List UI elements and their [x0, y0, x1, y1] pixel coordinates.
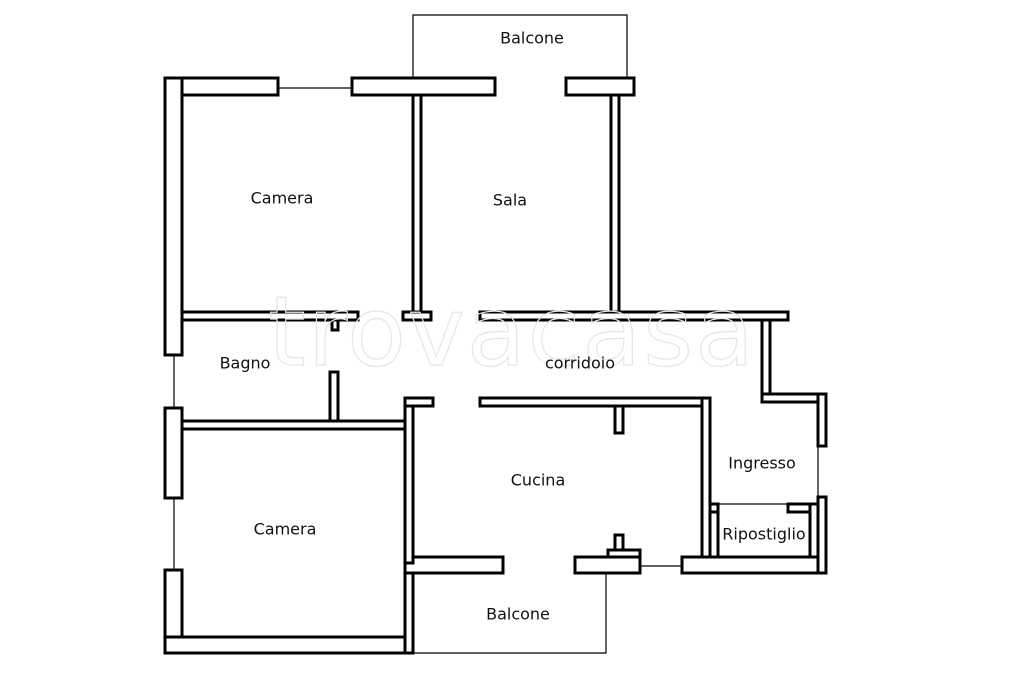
- watermark-logo: trovacasa: [267, 275, 756, 388]
- room-label-corridoio: corridoio: [544, 353, 616, 373]
- room-label-balcone-bottom: Balcone: [486, 604, 550, 624]
- room-label-ingresso: Ingresso: [728, 453, 796, 473]
- room-label-ripostiglio: Ripostiglio: [722, 524, 806, 544]
- room-label-camera-bottom: Camera: [253, 519, 317, 539]
- room-label-camera-top: Camera: [250, 188, 314, 208]
- balcony-bottom-outline: [413, 572, 607, 654]
- room-label-sala: Sala: [492, 190, 528, 210]
- balcony-top-outline: [412, 14, 628, 78]
- room-label-balcone-top: Balcone: [500, 28, 564, 48]
- room-label-cucina: Cucina: [510, 470, 566, 490]
- room-label-bagno: Bagno: [219, 353, 271, 373]
- walls: [163, 76, 828, 655]
